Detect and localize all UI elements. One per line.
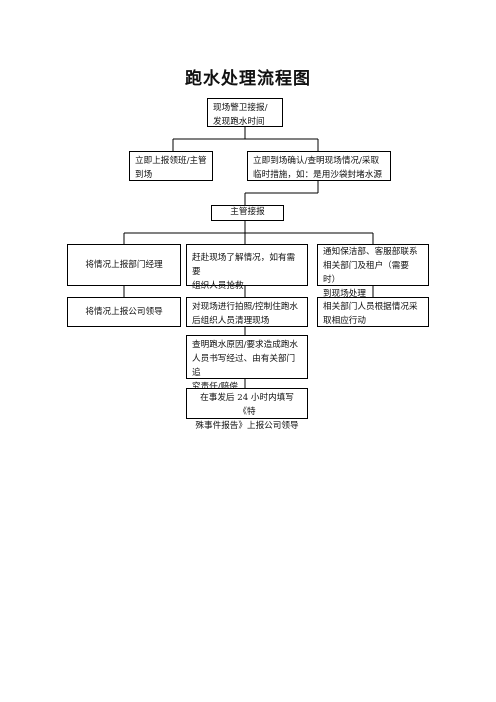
node-report-supervisor: 立即上报领班/主管 到场 — [129, 151, 213, 181]
node-report-dept-manager: 将情况上报部门经理 — [67, 244, 181, 286]
node-dept-action: 相关部门人员根据情况采 取相应行动 — [317, 297, 429, 327]
node-investigate-cause: 查明跑水原因/要求造成跑水 人员书写经过、由有关部门追 究责任/赔偿 — [186, 335, 308, 392]
node-report-company-leader: 将情况上报公司领导 — [67, 297, 181, 327]
node-photograph-clean: 对现场进行拍照/控制住跑水 后组织人员清理现场 — [186, 297, 308, 327]
node-notify-departments: 通知保洁部、客服部联系 相关部门及租户（需要时） 到现场处理 — [317, 244, 429, 299]
node-rush-to-site: 赶赴现场了解情况，如有需要 组织人员抢救 — [186, 244, 308, 291]
node-report-discovered: 现场警卫接报/ 发现跑水时间 — [207, 98, 283, 127]
node-confirm-site: 立即到场确认/查明现场情况/采取 临时措施，如：是用沙袋封堵水源 — [247, 151, 391, 181]
node-supervisor-receives: 主管接报 — [211, 205, 284, 221]
page-title: 跑水处理流程图 — [185, 69, 311, 89]
node-incident-report: 在事发后 24 小时内填写《特 殊事件报告》上报公司领导 — [186, 388, 308, 431]
